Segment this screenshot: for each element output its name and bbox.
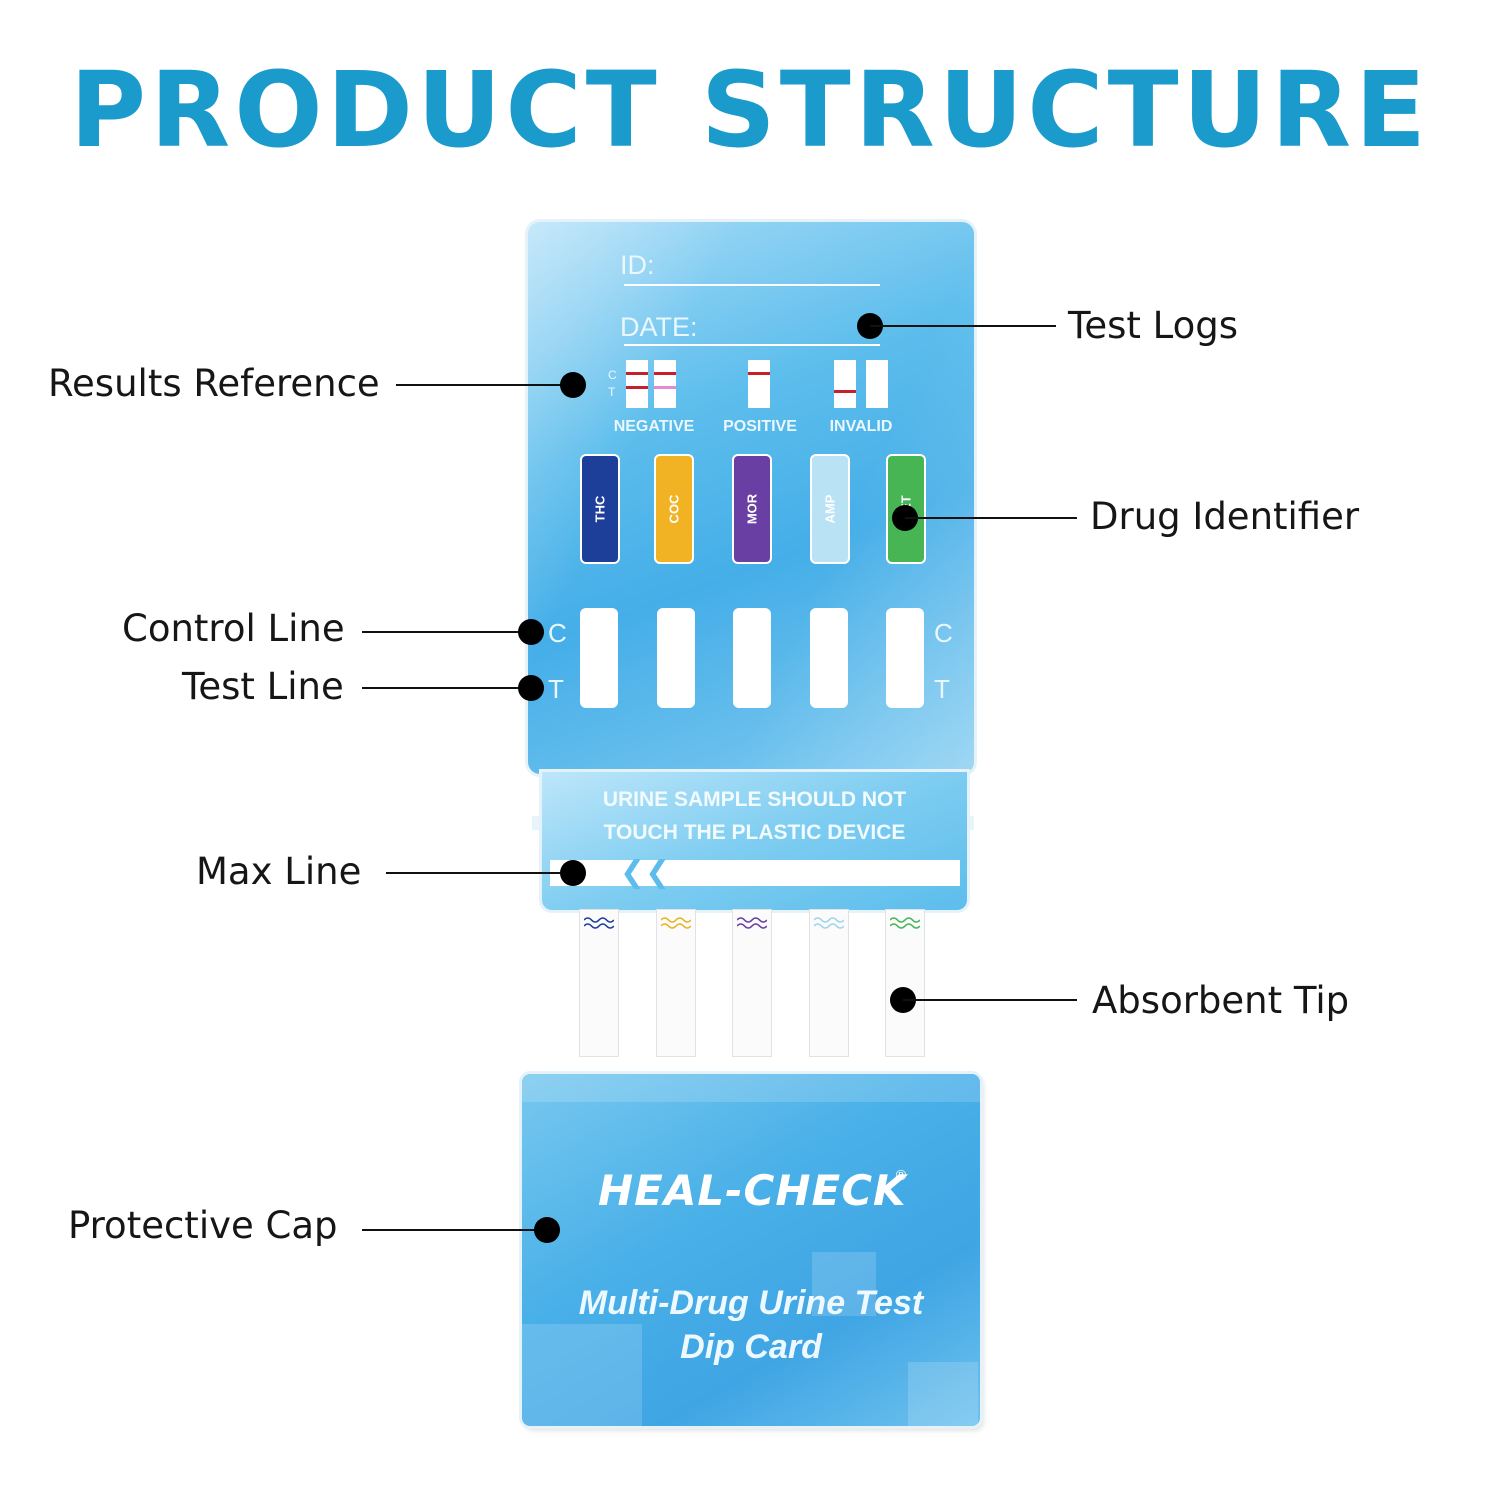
strip-wave-icon	[584, 917, 614, 929]
drug-label-coc: COC	[654, 454, 694, 564]
ref-strip	[748, 360, 770, 408]
ref-c-label: C	[608, 368, 617, 382]
cap-pattern	[522, 1324, 642, 1426]
chevron-left-icon: ❮❮	[620, 855, 671, 890]
protective-cap: HEAL-CHECK ® Multi-Drug Urine Test Dip C…	[522, 1074, 980, 1426]
result-window	[657, 608, 695, 708]
cap-pattern	[908, 1362, 978, 1426]
date-label: DATE:	[620, 312, 698, 342]
absorbent-strip	[886, 910, 924, 1056]
ref-t-mark-faint	[654, 386, 676, 389]
callout-leader	[903, 999, 1077, 1001]
negative-label: NEGATIVE	[613, 418, 695, 435]
callout-dot	[518, 675, 544, 701]
ref-c-mark	[748, 372, 770, 375]
ref-c-mark	[654, 372, 676, 375]
callout-absorbent-tip: Absorbent Tip	[1092, 979, 1350, 1022]
callout-dot	[518, 619, 544, 645]
max-line-band	[550, 860, 960, 886]
strip-wave-icon	[737, 917, 767, 929]
brand-logo: HEAL-CHECK	[598, 1166, 907, 1215]
result-window	[580, 608, 618, 708]
callout-drug-identifier: Drug Identifier	[1090, 495, 1360, 538]
device-lower-body: URINE SAMPLE SHOULD NOT TOUCH THE PLASTI…	[542, 772, 967, 910]
callout-max-line: Max Line	[196, 850, 362, 893]
absorbent-strip	[810, 910, 848, 1056]
callout-leader	[362, 687, 530, 689]
callout-dot	[560, 860, 586, 886]
callout-test-line: Test Line	[182, 665, 344, 708]
cap-product-line-2: Dip Card	[680, 1328, 822, 1366]
device-notch	[964, 816, 974, 830]
warning-line-1: URINE SAMPLE SHOULD NOT	[602, 788, 907, 811]
drug-code-amp: AMP	[822, 494, 838, 524]
device-notch	[532, 816, 542, 830]
drug-label-thc: THC	[580, 454, 620, 564]
cap-pattern	[812, 1252, 876, 1316]
positive-label: POSITIVE	[723, 418, 797, 435]
callout-leader	[396, 384, 572, 386]
test-device-body: ID: DATE: C T NEGATIVE POSITIVE INVALID …	[528, 222, 974, 774]
absorbent-strip	[733, 910, 771, 1056]
invalid-label: INVALID	[829, 418, 893, 435]
strip-wave-icon	[814, 917, 844, 929]
ref-strip	[834, 360, 856, 408]
registered-mark: ®	[894, 1168, 908, 1184]
callout-leader	[870, 325, 1056, 327]
page-title: PRODUCT STRUCTURE	[69, 49, 1431, 171]
ref-t-mark	[834, 390, 856, 393]
drug-label-mor: MOR	[732, 454, 772, 564]
callout-test-logs: Test Logs	[1068, 304, 1238, 347]
callout-results-reference: Results Reference	[48, 362, 380, 405]
t-letter-left: T	[548, 674, 564, 704]
callout-control-line: Control Line	[122, 607, 345, 650]
drug-label-amp: AMP	[810, 454, 850, 564]
ref-strip	[626, 360, 648, 408]
result-window	[810, 608, 848, 708]
absorbent-strip	[657, 910, 695, 1056]
c-letter-left: C	[548, 618, 567, 648]
id-label: ID:	[620, 250, 655, 280]
cap-product-line-1: Multi-Drug Urine Test	[578, 1284, 924, 1322]
callout-leader	[362, 631, 530, 633]
callout-dot	[534, 1217, 560, 1243]
result-window	[886, 608, 924, 708]
cap-pattern	[522, 1074, 980, 1102]
absorbent-strip	[580, 910, 618, 1056]
ref-c-mark	[626, 372, 648, 375]
callout-dot	[560, 372, 586, 398]
callout-protective-cap: Protective Cap	[68, 1204, 338, 1247]
warning-line-2: TOUCH THE PLASTIC DEVICE	[603, 821, 906, 844]
ref-strip	[866, 360, 888, 408]
drug-code-thc: THC	[592, 495, 608, 523]
ref-t-label: T	[608, 385, 616, 399]
ref-strip	[654, 360, 676, 408]
callout-leader	[386, 872, 572, 874]
ref-t-mark	[626, 386, 648, 389]
drug-code-mor: MOR	[744, 493, 760, 525]
callout-leader	[905, 517, 1077, 519]
date-write-line	[624, 344, 880, 346]
c-letter-right: C	[934, 618, 953, 648]
callout-leader	[362, 1229, 546, 1231]
strip-wave-icon	[890, 917, 920, 929]
strip-wave-icon	[661, 917, 691, 929]
id-write-line	[624, 284, 880, 286]
result-window	[733, 608, 771, 708]
drug-code-coc: COC	[666, 494, 682, 524]
t-letter-right: T	[934, 674, 950, 704]
